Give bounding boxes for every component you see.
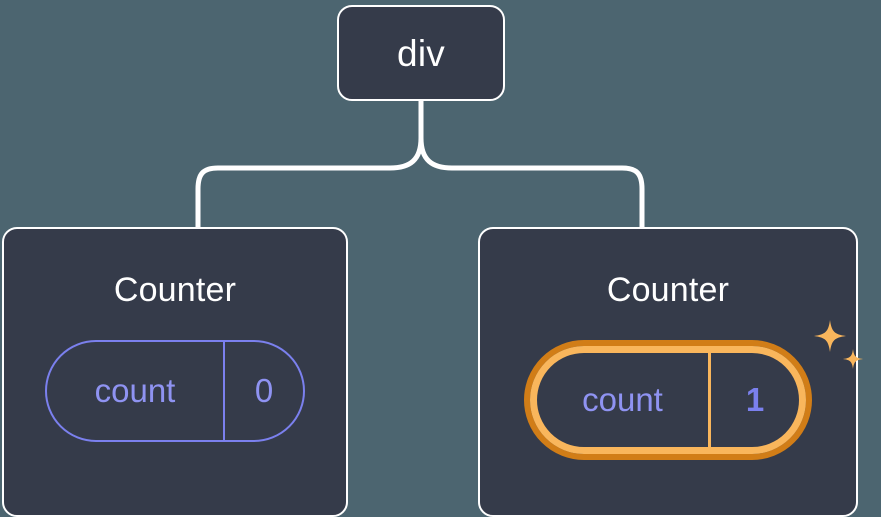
- state-key-left: count: [94, 371, 176, 409]
- node-counter-right[interactable]: Counter count 1: [478, 227, 863, 517]
- state-value-right: 1: [745, 380, 765, 418]
- node-counter-left[interactable]: Counter count 0: [2, 227, 348, 517]
- state-pill-divider-right: [708, 353, 711, 447]
- state-value-left: 0: [254, 371, 274, 409]
- state-pill-right[interactable]: count 1: [530, 346, 806, 454]
- state-pill-wrapper-left: count 0: [45, 340, 305, 442]
- node-counter-right-title: Counter: [606, 271, 730, 309]
- node-div-title: div: [397, 32, 445, 74]
- node-counter-left-title: Counter: [113, 271, 237, 309]
- sparkle-icon: [843, 349, 863, 369]
- state-pill-divider-left: [223, 342, 225, 440]
- state-pill-right-highlight-ring[interactable]: count 1: [524, 340, 812, 460]
- state-pill-left[interactable]: count 0: [45, 340, 305, 442]
- node-div[interactable]: div: [337, 5, 505, 101]
- state-pill-wrapper-right: count 1: [524, 320, 863, 460]
- state-key-right: count: [582, 380, 663, 418]
- sparkle-icon: [814, 320, 846, 352]
- diagram-canvas: div Counter count 0 Counter count 1: [2, 5, 863, 517]
- sparkle-group: [814, 320, 863, 369]
